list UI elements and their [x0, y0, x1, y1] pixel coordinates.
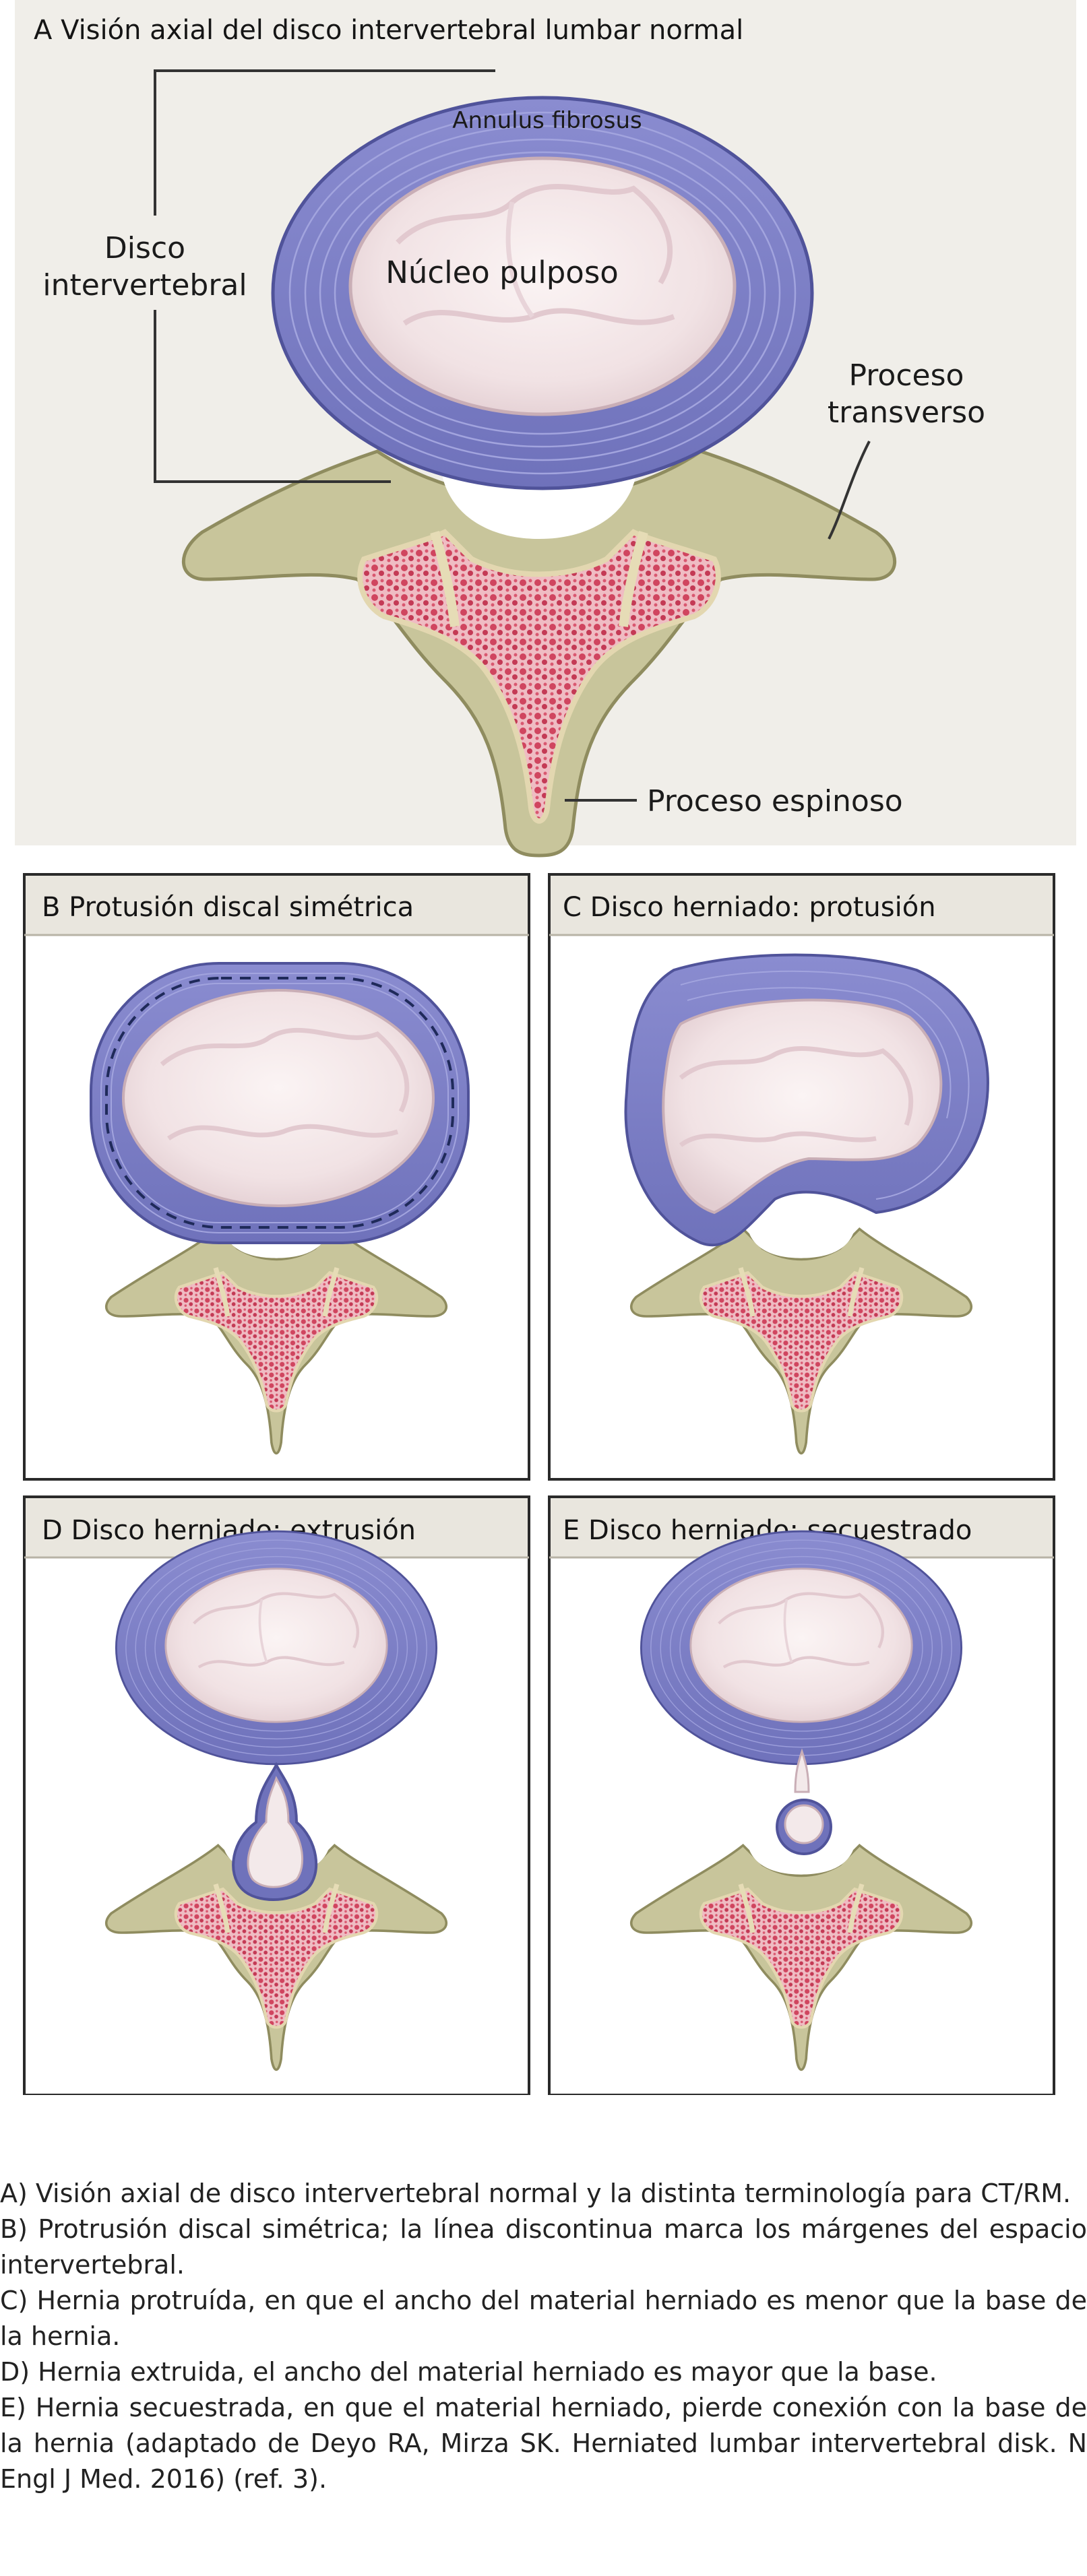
panel-d: D Disco herniado: extrusión — [23, 1495, 530, 2095]
panel-a-disc: Annulus fibrosus Núcleo pulposo — [271, 96, 814, 490]
transverse-label-line2: transverso — [828, 395, 985, 430]
panel-e-herniation-base — [794, 1748, 810, 1793]
panel-c-disc — [624, 953, 989, 1247]
panel-e: E Disco herniado: secuestrado — [548, 1495, 1055, 2095]
panel-a-title: A Visión axial del disco intervertebral … — [34, 15, 743, 46]
panel-d-extruded-nucleus — [247, 1776, 304, 1888]
panel-e-disc — [641, 1531, 961, 1764]
panel-c: C Disco herniado: protusión — [548, 873, 1055, 1481]
panel-b-dashed-margin — [105, 977, 454, 1229]
panel-e-sequestration — [776, 1748, 832, 1855]
figure-caption: A) Visión axial de disco intervertebral … — [0, 2176, 1087, 2497]
panel-b-title: B Protusión discal simétrica — [42, 892, 414, 923]
disc-herniation-figure: A Visión axial del disco intervertebral … — [15, 0, 1076, 2095]
caption-line-d: D) Hernia extruida, el ancho del materia… — [0, 2357, 937, 2387]
nucleus-label: Núcleo pulposo — [385, 255, 619, 290]
transverse-label-line1: Proceso — [849, 358, 964, 393]
panel-c-title: C Disco herniado: protusión — [563, 892, 936, 923]
disc-label-bg — [67, 216, 270, 310]
panel-b-disc — [90, 962, 470, 1244]
caption-line-b: B) Protrusión discal simétrica; la línea… — [0, 2214, 1087, 2280]
caption-line-c: C) Hernia protruída, en que el ancho del… — [0, 2286, 1087, 2351]
left-facet-line — [430, 530, 460, 627]
panel-b-nucleus — [122, 989, 435, 1207]
caption-line-a: A) Visión axial de disco intervertebral … — [0, 2179, 1072, 2208]
panel-d-extrusion — [232, 1762, 318, 1901]
nucleus-pulposus — [348, 156, 737, 416]
panel-a: A Visión axial del disco intervertebral … — [15, 0, 1076, 858]
disc-label-line2: intervertebral — [42, 268, 247, 302]
spinous-label: Proceso espinoso — [647, 784, 903, 818]
disc-label-line1: Disco — [104, 231, 185, 265]
panel-c-header — [551, 876, 1053, 935]
panel-d-disc — [116, 1531, 436, 1764]
caption-line-e: E) Hernia secuestrada, en que el materia… — [0, 2393, 1087, 2494]
panel-e-sequestered-fragment — [784, 1804, 824, 1844]
panel-b: B Protusión discal simétrica — [23, 873, 530, 1481]
right-facet-line — [619, 530, 648, 627]
annulus-label: Annulus fibrosus — [452, 107, 642, 134]
transverse-pointer-line — [828, 441, 871, 540]
panel-b-header — [26, 876, 528, 935]
